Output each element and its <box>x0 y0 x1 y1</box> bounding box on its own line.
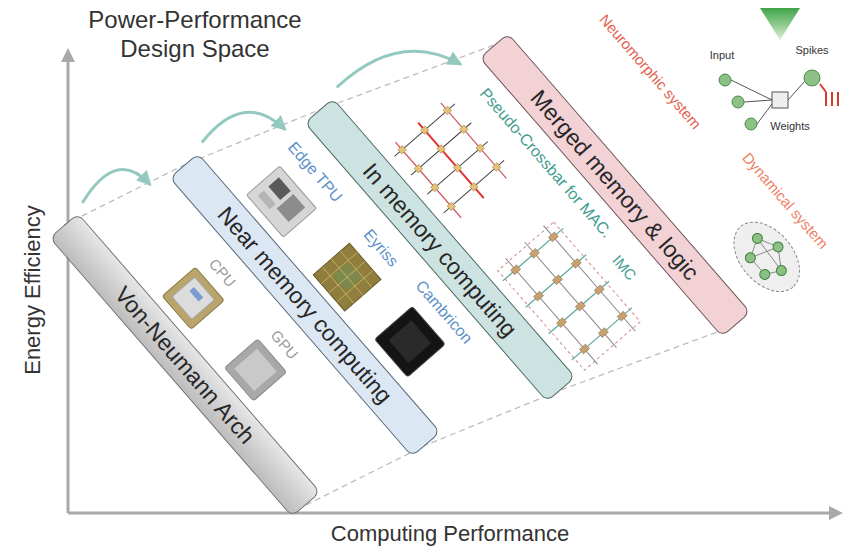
edge-tpu-board <box>258 190 276 209</box>
chip-pictures <box>148 0 812 552</box>
imc-crossbar <box>414 164 422 172</box>
band-box: Merged memory & logic <box>479 32 750 336</box>
neuromorphic-network <box>732 96 744 108</box>
neuromorphic-network <box>731 80 804 124</box>
pseudo-crossbar <box>571 258 581 268</box>
dynamical-system-cloud <box>737 225 798 288</box>
axes <box>68 512 830 515</box>
imc-crossbar <box>443 106 451 114</box>
imc-crossbar <box>418 123 484 198</box>
imc-crossbar <box>460 125 468 133</box>
neuromorphic-network <box>745 118 757 130</box>
title: Power-Performance Design Space <box>88 6 301 62</box>
pseudo-crossbar <box>548 232 558 242</box>
imc-crossbar <box>453 164 461 172</box>
neuromorphic-network <box>719 74 731 86</box>
pseudo-crossbar <box>534 291 544 301</box>
neuromorphic-network <box>760 8 800 40</box>
pseudo-crossbar <box>579 344 589 354</box>
pseudo-crossbar <box>617 311 627 321</box>
cpu-chip <box>172 277 214 319</box>
neuromorphic-network <box>820 84 838 106</box>
axes <box>67 60 70 513</box>
imc-crossbar <box>470 182 478 190</box>
gpu-chip <box>234 349 276 391</box>
annotation-label: Computing Performance <box>331 522 569 546</box>
neuromorphic-network <box>719 8 838 130</box>
annotation-label: Spikes <box>795 44 828 56</box>
edge-tpu-board <box>268 177 290 200</box>
cambricon-chip <box>389 321 431 363</box>
neuromorphic-network <box>804 70 820 86</box>
imc-crossbar <box>437 145 445 153</box>
axes <box>61 48 75 62</box>
annotation-label: IMC <box>609 252 639 284</box>
pseudo-crossbar <box>511 265 521 275</box>
progress-arrow <box>203 112 285 141</box>
progress-arrow <box>83 170 150 202</box>
pseudo-crossbar <box>575 301 585 311</box>
imc-crossbar <box>398 146 406 154</box>
annotation-label: Input <box>710 49 734 61</box>
guide-line <box>64 45 494 225</box>
imc-crossbar <box>431 183 439 191</box>
imc-crossbar <box>420 126 428 134</box>
dynamical-system-cloud <box>750 231 764 245</box>
dynamical-system-cloud <box>743 251 757 265</box>
edge-tpu-board <box>277 194 305 222</box>
pseudo-crossbar <box>529 248 539 258</box>
pseudo-crossbar <box>552 275 562 285</box>
annotation-label: Neuromorphic system <box>596 12 704 133</box>
pseudo-crossbar <box>594 285 604 295</box>
annotation-label: Energy Efficiency <box>21 205 45 375</box>
cpu-chip <box>189 287 203 302</box>
guide-line <box>64 45 736 505</box>
dynamical-system-cloud <box>758 267 772 281</box>
annotation-label: Weights <box>770 120 810 132</box>
imc-crossbar <box>476 144 484 152</box>
neuromorphic-network <box>772 92 788 108</box>
title-box: Power-Performance Design Space <box>60 6 330 64</box>
pseudo-crossbar <box>557 318 567 328</box>
pseudo-crossbar <box>598 328 608 338</box>
imc-crossbar <box>447 202 455 210</box>
cambricon-chip <box>375 306 446 377</box>
progress-arrow <box>338 51 460 86</box>
dynamical-system-cloud <box>771 240 785 254</box>
imc-crossbar <box>492 163 500 171</box>
cambricon-chip <box>375 306 446 377</box>
dynamical-system-cloud <box>774 264 788 278</box>
axes <box>829 506 843 520</box>
